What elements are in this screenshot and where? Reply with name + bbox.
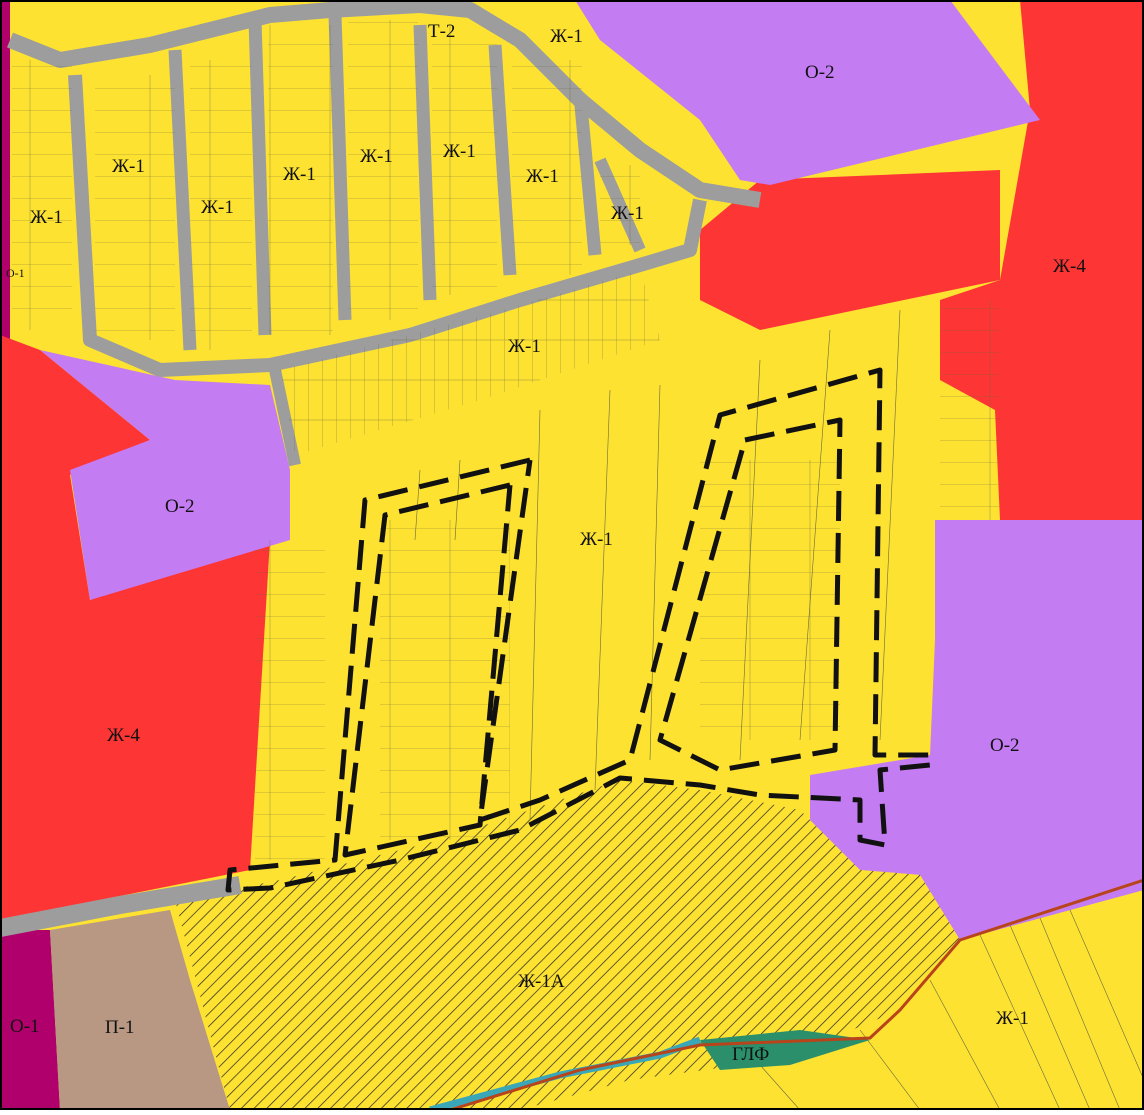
label-zh1-left: Ж-1 xyxy=(30,207,63,228)
label-zh4-right: Ж-4 xyxy=(1053,256,1086,277)
label-o1-left-small: О-1 xyxy=(6,266,25,280)
label-o2-top: О-2 xyxy=(805,62,835,83)
label-zh1-row-f: Ж-1 xyxy=(201,197,234,218)
label-p1: П-1 xyxy=(105,1017,135,1038)
label-zh1-small: Ж-1 xyxy=(611,203,644,224)
label-zh1-row-b: Ж-1 xyxy=(283,164,316,185)
zone-o1-strip xyxy=(0,0,10,340)
zone-o2-right xyxy=(810,520,1144,940)
label-t2: Т-2 xyxy=(428,21,455,42)
label-zh4-left: Ж-4 xyxy=(107,725,140,746)
label-zh1-row-d: Ж-1 xyxy=(443,141,476,162)
zone-zh1-bottom-right xyxy=(520,890,1144,1110)
zone-zh4-left xyxy=(0,335,270,920)
zone-zh4-upper-right xyxy=(700,170,1000,330)
label-zh1-row-a: Ж-1 xyxy=(112,156,145,177)
label-zh1-bottom-right: Ж-1 xyxy=(996,1008,1029,1029)
label-o1-bottom: О-1 xyxy=(10,1016,40,1037)
parcel-blocks xyxy=(12,20,1000,860)
zone-p1 xyxy=(50,910,230,1110)
zone-zh1a xyxy=(175,780,960,1110)
boundary-red-line xyxy=(449,878,1144,1112)
project-boundary xyxy=(225,367,933,893)
label-o2-left: О-2 xyxy=(165,496,195,517)
label-zh1-center: Ж-1 xyxy=(580,529,613,550)
label-o2-right: О-2 xyxy=(990,735,1020,756)
label-zh1-row-e: Ж-1 xyxy=(526,166,559,187)
label-zh1-row-c: Ж-1 xyxy=(360,146,393,167)
label-zh1a: Ж-1А xyxy=(518,971,565,992)
label-glf: ГЛФ xyxy=(732,1044,769,1065)
zone-o1-bottom xyxy=(0,930,60,1110)
zone-o2-left xyxy=(40,350,290,600)
label-zh1-top: Ж-1 xyxy=(550,26,583,47)
label-zh1-strip: Ж-1 xyxy=(508,336,541,357)
zone-o2-top xyxy=(575,0,1040,185)
zone-labels: Т-2 Ж-1 О-2 Ж-1 Ж-1 Ж-1 Ж-1 Ж-1 Ж-1 Ж-1 … xyxy=(6,21,1086,1065)
parcel-lines-bottom-right xyxy=(759,909,1144,1111)
